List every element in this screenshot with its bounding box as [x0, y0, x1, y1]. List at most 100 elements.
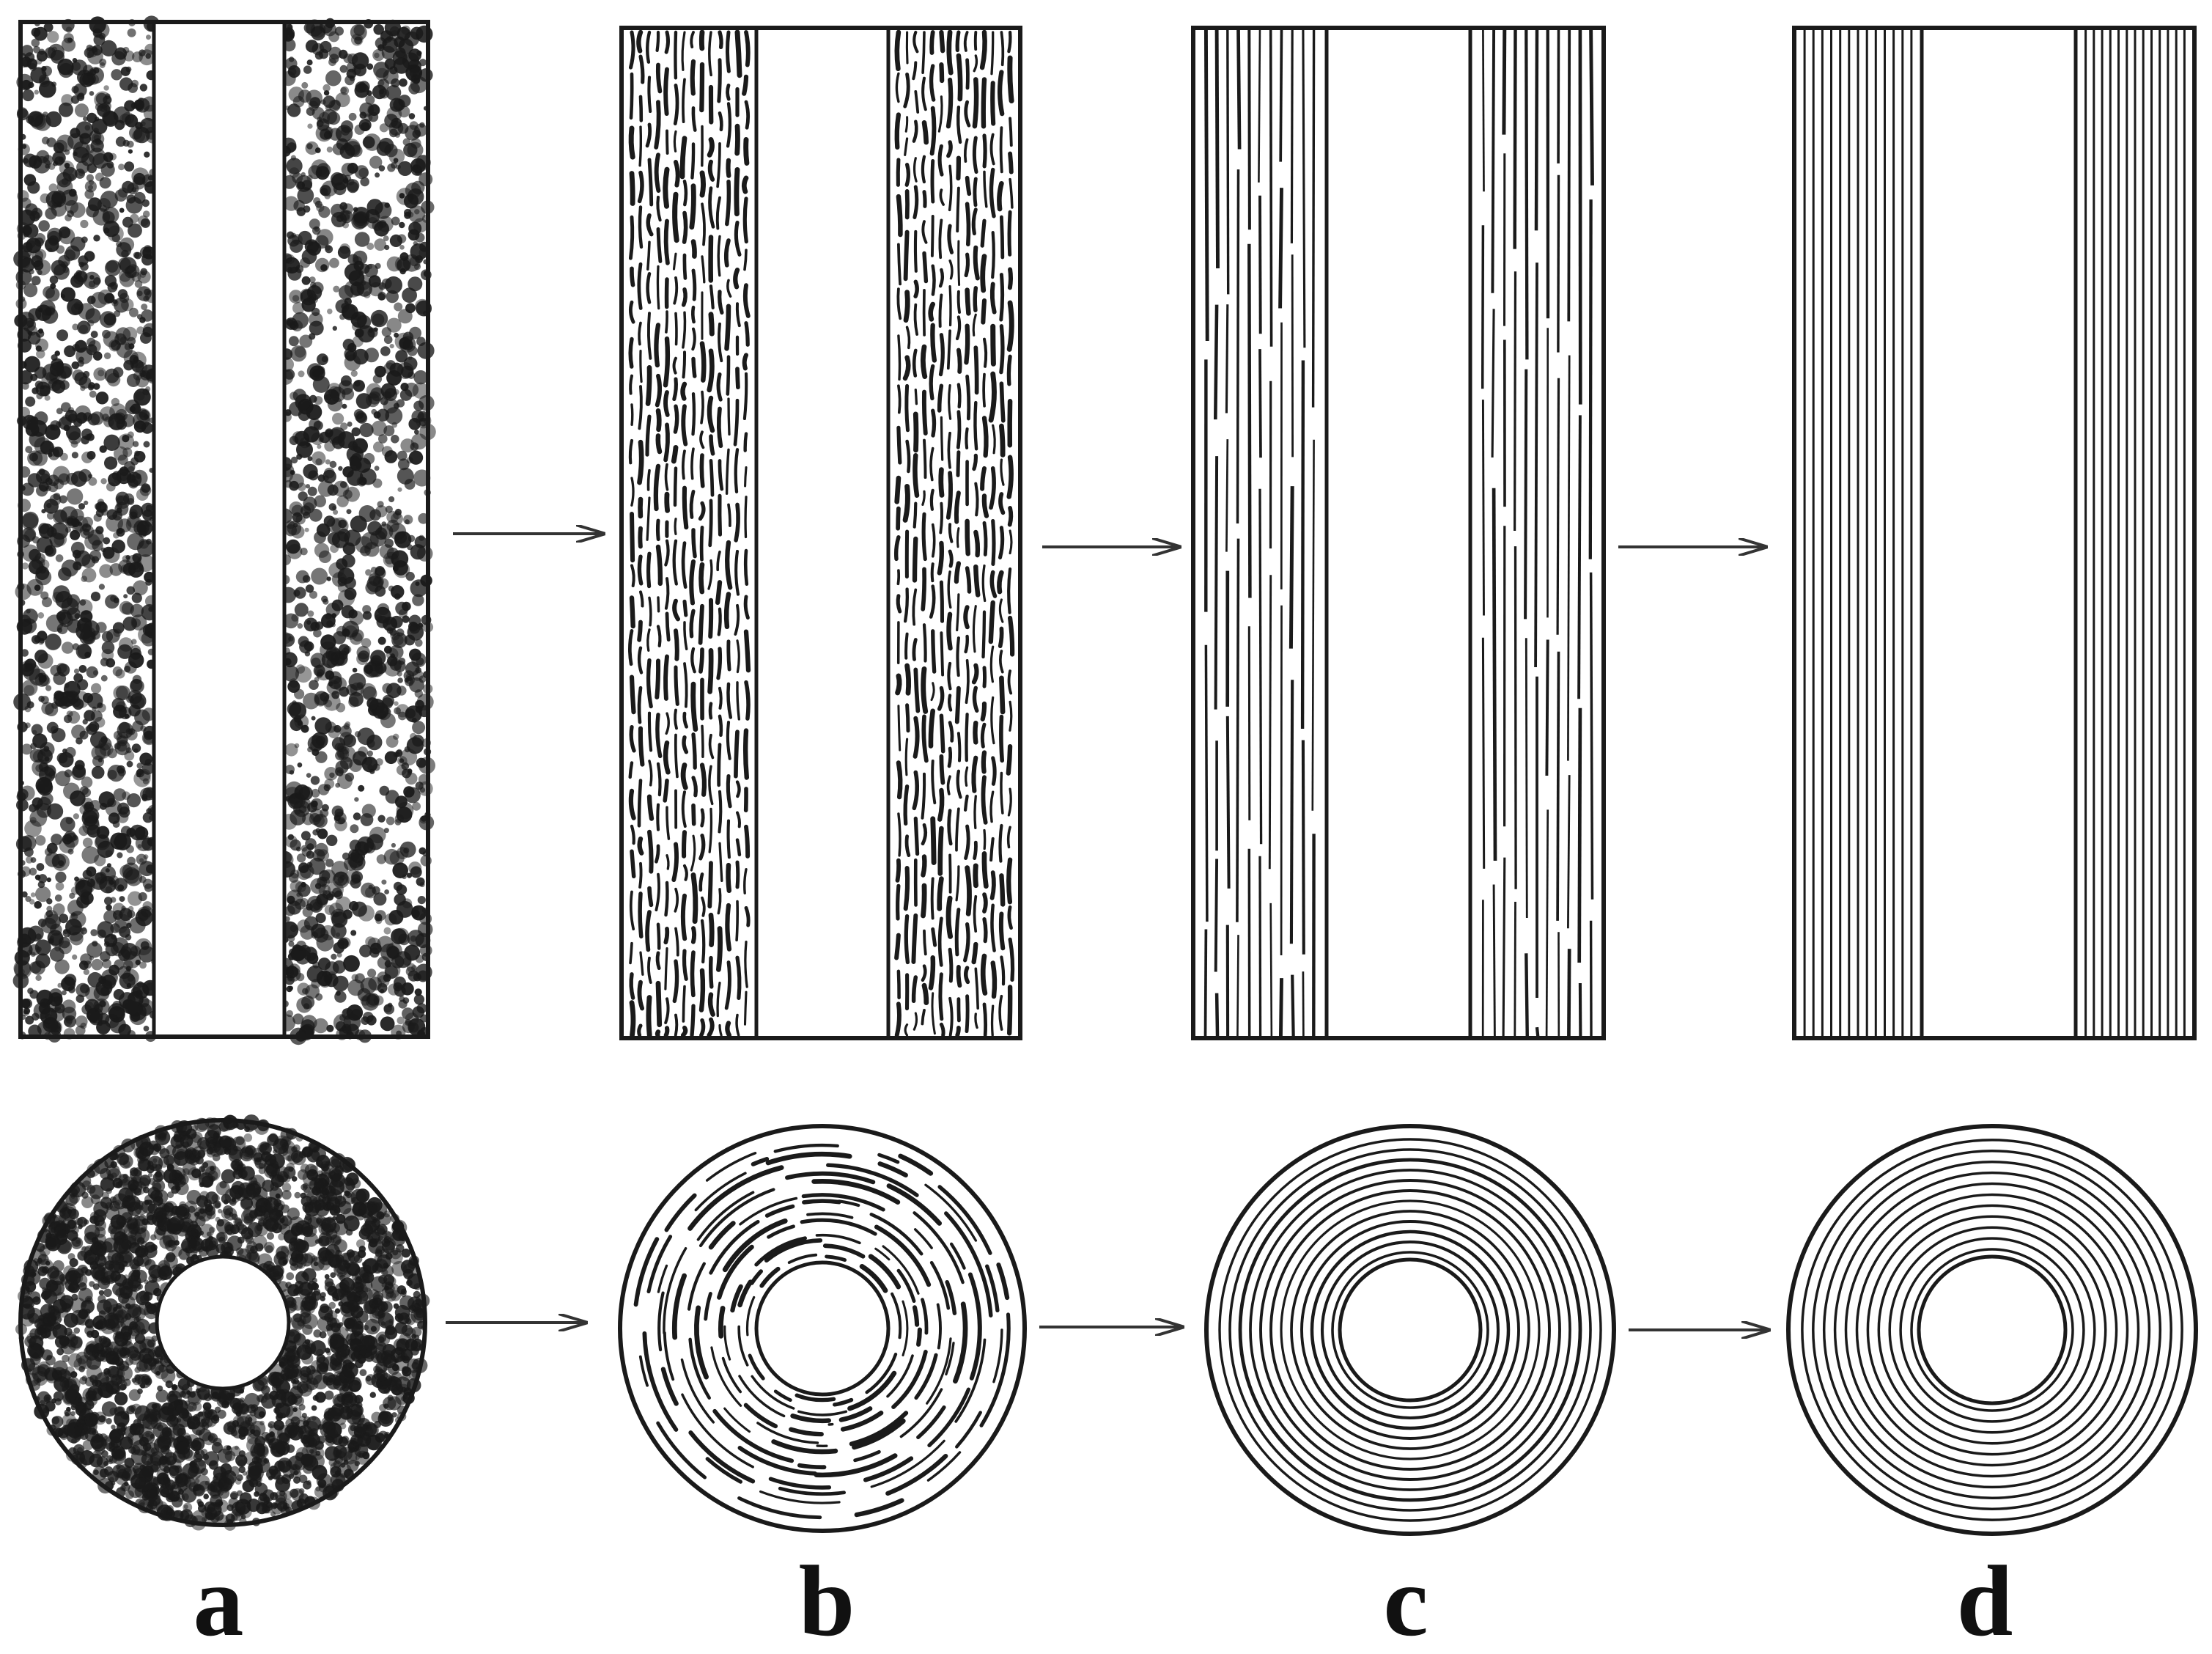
texture-dash: [1006, 455, 1014, 499]
speckle: [322, 598, 329, 605]
speckle: [414, 209, 420, 215]
panel-c-longitudinal-section: [1191, 26, 1606, 1040]
texture-dash: [638, 861, 643, 889]
speckle: [372, 48, 385, 62]
texture-dash: [655, 1029, 661, 1038]
speckle: [116, 528, 125, 537]
speckle: [103, 85, 109, 91]
texture-dash: [638, 385, 643, 430]
speckle: [21, 743, 32, 755]
texture-dash: [682, 985, 686, 1023]
texture-dash: [663, 740, 671, 775]
texture-dash: [905, 326, 911, 350]
speckle: [292, 302, 305, 315]
speckle: [86, 451, 96, 460]
speckle: [106, 509, 118, 520]
speckle: [321, 651, 339, 669]
texture-dash: [646, 468, 651, 491]
speckle: [143, 441, 150, 448]
texture-dash: [974, 1012, 978, 1029]
speckle: [122, 435, 130, 443]
speckle: [34, 901, 42, 909]
texture-dash: [690, 872, 698, 925]
texture-dash: [656, 922, 661, 950]
speckle: [115, 491, 130, 506]
speckle: [95, 172, 104, 182]
speckle: [315, 895, 328, 908]
texture-dash: [930, 323, 937, 363]
texture-dash: [955, 807, 960, 852]
speckle: [315, 993, 323, 1001]
texture-dash: [735, 1013, 740, 1037]
texture-dash: [682, 311, 687, 349]
speckle: [66, 425, 81, 441]
speckle: [91, 683, 102, 694]
texture-line: [1557, 174, 1560, 353]
texture-line: [1258, 27, 1261, 183]
speckle: [383, 828, 389, 834]
texture-dash: [929, 106, 937, 156]
speckle: [317, 828, 328, 839]
speckle: [31, 724, 43, 736]
speckle: [351, 901, 367, 917]
texture-dash: [726, 279, 732, 298]
texture-dash: [629, 675, 636, 715]
speckle: [119, 207, 125, 213]
speckle: [389, 344, 394, 349]
speckle: [350, 824, 359, 834]
speckle: [353, 24, 365, 37]
texture-dash: [637, 170, 644, 204]
texture-dash: [655, 872, 660, 912]
texture-dash: [948, 947, 954, 983]
speckle: [64, 163, 70, 169]
texture-dash: [965, 427, 969, 449]
texture-dash: [723, 238, 731, 268]
speckle: [145, 578, 152, 586]
texture-dash: [913, 1012, 918, 1031]
texture-dash: [699, 430, 705, 449]
speckle: [90, 592, 101, 602]
speckle: [128, 149, 133, 154]
speckle: [56, 663, 67, 674]
speckle: [60, 452, 68, 461]
speckle: [303, 463, 318, 479]
central-channel: [754, 26, 891, 1040]
texture-dash: [1007, 267, 1013, 290]
speckle: [131, 187, 137, 193]
speckle: [391, 435, 399, 444]
speckle: [333, 285, 340, 293]
texture-dash: [699, 170, 706, 198]
speckle: [357, 325, 375, 343]
texture-dash: [708, 186, 715, 229]
speckle: [397, 487, 402, 492]
texture-dash: [681, 449, 686, 480]
speckle: [130, 213, 139, 224]
speckle: [298, 370, 305, 378]
texture-dash: [965, 287, 971, 316]
texture-dash: [980, 254, 987, 293]
speckle: [303, 65, 312, 74]
texture-dash: [657, 596, 660, 613]
speckle: [56, 623, 68, 635]
texture-dash: [681, 31, 686, 71]
speckle: [309, 680, 319, 690]
texture-dash: [666, 854, 670, 870]
texture-dash: [948, 164, 953, 212]
speckle: [67, 900, 84, 916]
speckle: [43, 499, 59, 514]
texture-dash: [930, 214, 934, 257]
texture-dash: [743, 868, 748, 894]
speckle: [88, 74, 99, 85]
texture-dash: [690, 950, 696, 998]
texture-dash: [691, 803, 696, 826]
texture-dash: [903, 866, 910, 911]
speckle: [291, 525, 305, 539]
texture-dash: [983, 170, 988, 208]
speckle: [48, 183, 58, 193]
speckle: [419, 122, 425, 128]
texture-dash: [931, 523, 936, 558]
texture-dash: [681, 287, 687, 307]
texture-dash: [701, 255, 706, 284]
speckle: [106, 658, 116, 668]
speckle: [103, 910, 117, 924]
